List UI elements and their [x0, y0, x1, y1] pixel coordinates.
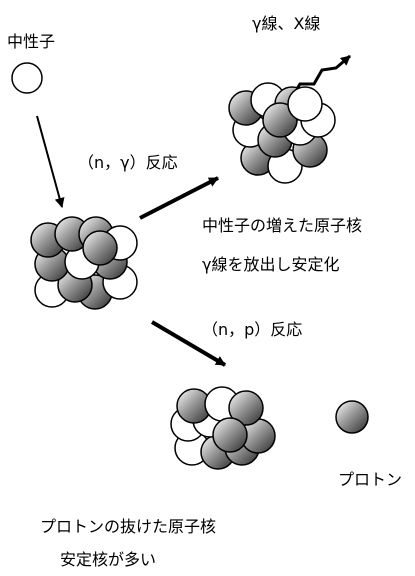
neutron-rich-nucleus-label: 中性子の増えた原子核 [202, 216, 363, 235]
neutron-circle [11, 62, 43, 94]
n-gamma-arrow [139, 176, 219, 220]
n-p-arrow [150, 320, 227, 367]
target-nucleus [30, 216, 138, 310]
gamma-emit-stabilize-label: γ線を放出し安定化 [202, 255, 340, 274]
proton-removed-nucleus [170, 386, 276, 470]
n-p-reaction-label: （n，p）反応 [202, 320, 303, 339]
gamma-xray-label: γ線、X線 [252, 14, 321, 33]
many-stable-label: 安定核が多い [60, 550, 157, 569]
neutron-rich-nucleus [228, 82, 336, 184]
neutron-label: 中性子 [7, 32, 56, 51]
gamma-ray-arrow [290, 54, 351, 98]
n-gamma-reaction-label: （n，γ）反応 [78, 153, 178, 172]
proton-label: プロトン [338, 470, 403, 489]
neutron-incoming-arrow [36, 115, 65, 208]
proton-circle [335, 400, 369, 434]
proton-removed-nucleus-label: プロトンの抜けた原子核 [40, 517, 217, 536]
